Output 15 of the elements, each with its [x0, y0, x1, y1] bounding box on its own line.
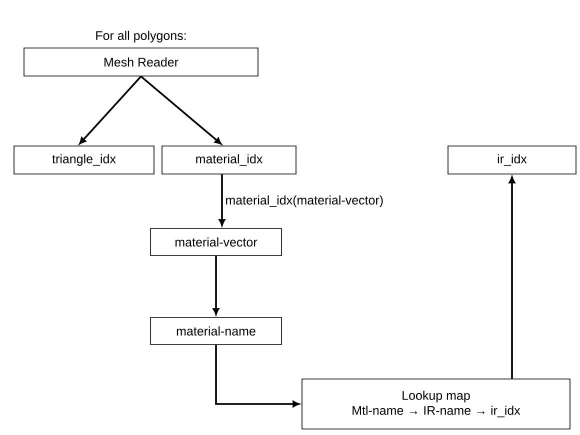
arrow	[140, 76, 222, 144]
process-box: Lookup map Mtl-name → IR-name → ir_idx	[302, 378, 570, 430]
process-box: material-name	[150, 317, 282, 345]
arrow	[79, 76, 142, 144]
process-box: triangle_idx	[14, 146, 154, 174]
arrow	[508, 176, 516, 379]
process-box: material-vector	[150, 228, 282, 256]
edge-label: material_idx(material-vector)	[226, 195, 383, 208]
process-box: Mesh Reader	[24, 48, 258, 76]
arrow	[215, 344, 300, 408]
heading-text: For all polygons:	[96, 30, 186, 42]
arrow	[218, 174, 226, 226]
arrow	[212, 256, 220, 315]
process-box: material_idx	[162, 146, 296, 174]
process-box: ir_idx	[448, 146, 576, 174]
